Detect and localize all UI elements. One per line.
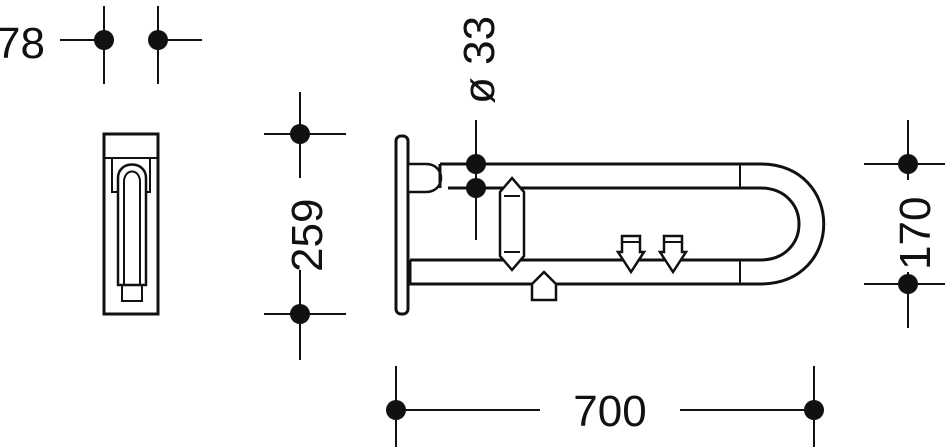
dimension-diameter-label: ø 33 xyxy=(455,16,504,104)
dimension-diameter-point-top xyxy=(466,154,486,174)
front-view-support-strut xyxy=(498,176,526,272)
dimension-depth-point-left xyxy=(94,30,114,50)
front-view-support-inner xyxy=(504,195,520,253)
front-view-release-button xyxy=(530,270,558,302)
dimension-length-label: 700 xyxy=(573,387,646,436)
dimension-height-point-top xyxy=(290,124,310,144)
side-view xyxy=(102,132,160,316)
front-view xyxy=(394,134,826,316)
dimension-length-point-right xyxy=(804,400,824,420)
side-view-rail-arc xyxy=(116,163,148,287)
dimension-depth-point-right xyxy=(148,30,168,50)
front-view-clip-right xyxy=(657,234,689,275)
front-view-wall-plate xyxy=(394,134,410,316)
side-view-rail-inner xyxy=(123,170,141,285)
dimension-diameter-point-bottom xyxy=(466,178,486,198)
dimension-depth: 78 xyxy=(0,6,202,84)
dimension-diameter: ø 33 xyxy=(455,16,504,240)
front-view-rail-inner xyxy=(410,186,801,262)
dimension-length: 700 xyxy=(386,366,824,447)
dimension-rail-spacing-label-bg xyxy=(888,180,932,272)
dimension-length-point-left xyxy=(386,400,406,420)
dimension-depth-label: 78 xyxy=(0,19,45,68)
dimension-rail-spacing-label: 170 xyxy=(891,197,940,270)
side-view-mounting-plate xyxy=(102,132,160,316)
dimension-rail-spacing-point-top xyxy=(898,154,918,174)
dimension-rail-spacing-point-bottom xyxy=(898,274,918,294)
front-view-rail-outer xyxy=(408,162,826,286)
dimension-rail-spacing: 170 xyxy=(864,120,945,328)
dimension-height-label-bg xyxy=(280,178,324,270)
dimension-height: 259 xyxy=(264,92,346,360)
dimension-height-point-bottom xyxy=(290,304,310,324)
dimension-height-label: 259 xyxy=(283,199,332,272)
front-view-clip-left xyxy=(615,234,647,275)
side-view-rail-foot xyxy=(121,284,143,302)
front-view-hinge xyxy=(406,162,443,194)
